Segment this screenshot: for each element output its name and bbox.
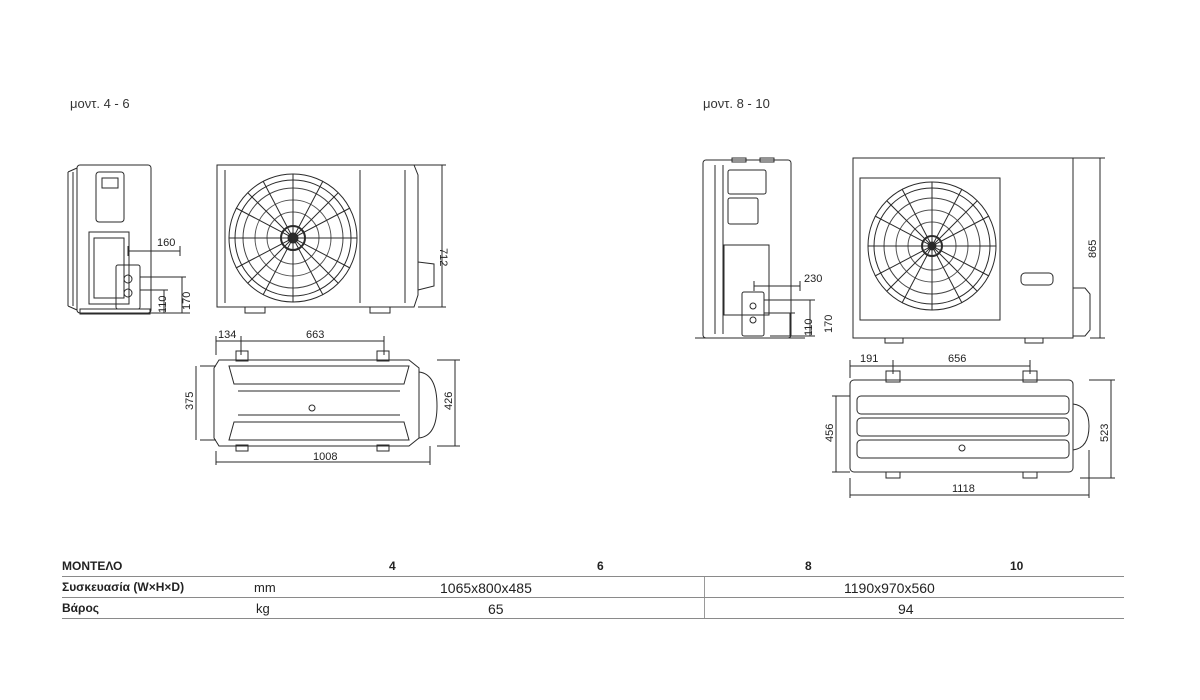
dim-110-right: 110 <box>803 318 815 336</box>
dim-110-left: 110 <box>157 295 169 313</box>
column-separator <box>704 577 705 597</box>
packaging-unit: mm <box>254 580 276 595</box>
dim-191: 191 <box>860 353 878 365</box>
weight-small-units: 65 <box>488 601 504 617</box>
dim-134: 134 <box>218 329 236 341</box>
right-front-dim-865 <box>1073 157 1105 339</box>
dim-663: 663 <box>306 329 324 341</box>
column-separator <box>704 598 705 618</box>
right-side-view <box>695 157 805 339</box>
caption-models-8-10: μοντ. 8 - 10 <box>703 96 770 111</box>
right-side-dims <box>753 281 815 337</box>
header-model-10: 10 <box>1010 559 1024 573</box>
spec-header-row: ΜΟΝΤΕΛΟ 4 6 8 10 <box>62 556 1124 577</box>
header-model-label: ΜΟΝΤΕΛΟ <box>62 559 123 573</box>
technical-drawing: 160 110 170 712 134 663 375 426 1008 230… <box>67 157 1115 498</box>
left-side-dim-160 <box>127 246 181 256</box>
weight-label: Βάρος <box>62 601 100 615</box>
right-front-view <box>852 157 1091 344</box>
right-top-view <box>849 370 1090 479</box>
right-top-dims <box>832 360 1115 498</box>
dim-712: 712 <box>437 248 449 266</box>
weight-large-units: 94 <box>898 601 914 617</box>
dim-656: 656 <box>948 353 966 365</box>
dim-426: 426 <box>443 392 455 410</box>
dim-1118: 1118 <box>952 483 975 495</box>
packaging-small-units: 1065x800x485 <box>440 580 532 596</box>
left-top-view <box>213 350 438 452</box>
dim-375: 375 <box>184 392 196 410</box>
left-front-view <box>216 164 435 314</box>
header-model-4: 4 <box>389 559 396 573</box>
left-side-view <box>67 164 152 315</box>
caption-models-4-6: μοντ. 4 - 6 <box>70 96 130 111</box>
spec-weight-row: Βάρος kg 65 94 <box>62 598 1124 619</box>
dim-230: 230 <box>804 273 822 285</box>
header-model-8: 8 <box>805 559 812 573</box>
dim-456: 456 <box>824 424 836 442</box>
dim-1008: 1008 <box>313 451 337 463</box>
header-model-6: 6 <box>597 559 604 573</box>
left-side-dims-110-170 <box>140 276 190 314</box>
packaging-label: Συσκευασία (W×H×D) <box>62 580 185 594</box>
packaging-large-units: 1190x970x560 <box>844 580 935 596</box>
spec-table: ΜΟΝΤΕΛΟ 4 6 8 10 Συσκευασία (W×H×D) mm 1… <box>62 556 1124 619</box>
dim-865: 865 <box>1087 240 1099 258</box>
dim-170-left: 170 <box>181 292 193 310</box>
dim-160-left: 160 <box>157 237 175 249</box>
dim-170-right: 170 <box>823 315 835 333</box>
spec-packaging-row: Συσκευασία (W×H×D) mm 1065x800x485 1190x… <box>62 577 1124 598</box>
left-top-dims <box>195 336 460 465</box>
left-front-dim-712 <box>414 164 446 308</box>
weight-unit: kg <box>256 601 270 616</box>
dim-523: 523 <box>1099 424 1111 442</box>
